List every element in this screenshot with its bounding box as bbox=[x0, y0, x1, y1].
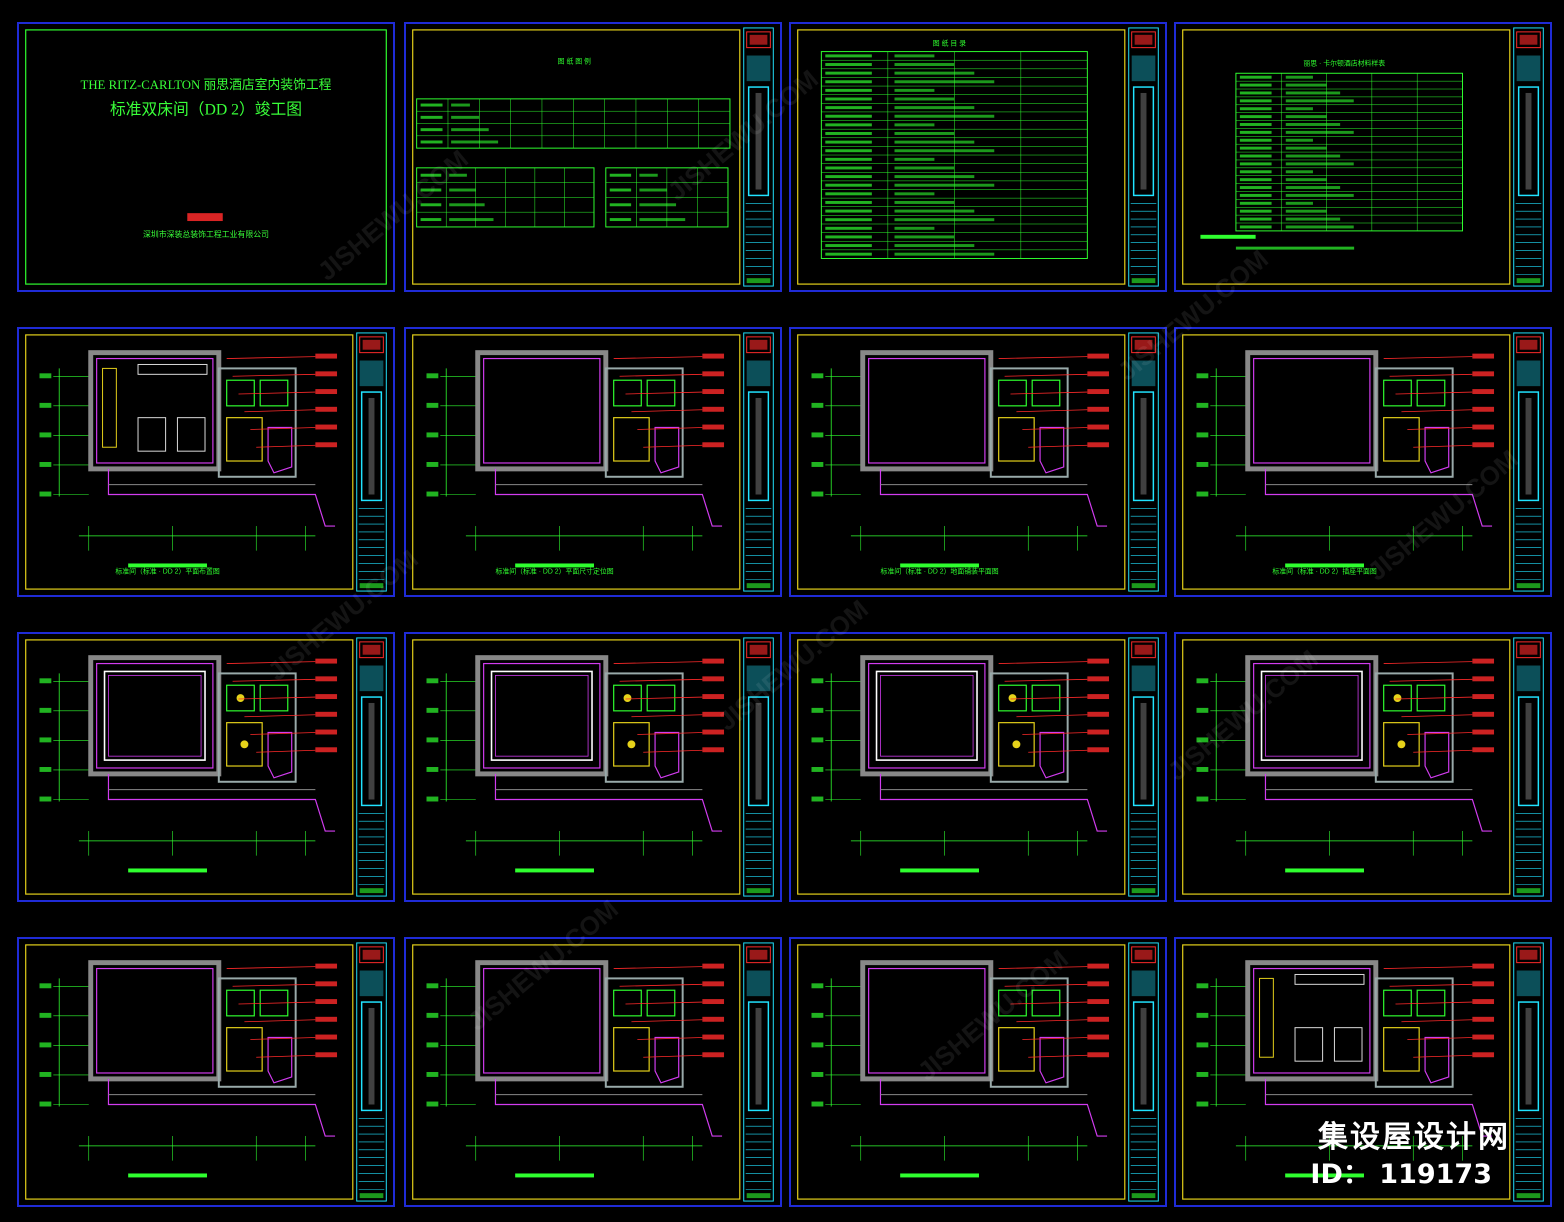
drawing-border bbox=[412, 944, 741, 1200]
drawing-border bbox=[412, 639, 741, 895]
title-block bbox=[743, 332, 774, 592]
sheet-caption: 标准间（标准 · DD 2）平面布置图 bbox=[115, 566, 219, 575]
floor-plan-drawing bbox=[426, 960, 725, 1178]
title-block bbox=[1128, 942, 1159, 1202]
floor-plan-drawing bbox=[39, 655, 338, 873]
title-block bbox=[1513, 637, 1544, 897]
title-block bbox=[743, 637, 774, 897]
drawing-sheet[interactable]: 标准间（标准 · DD 2）平面尺寸定位图 bbox=[404, 327, 782, 597]
title-block bbox=[1128, 27, 1159, 287]
title-block bbox=[1128, 637, 1159, 897]
drawing-border bbox=[412, 334, 741, 590]
floor-plan-drawing bbox=[811, 960, 1110, 1178]
data-table bbox=[605, 167, 729, 228]
drawing-sheet[interactable]: 图 纸 目 录 bbox=[789, 22, 1167, 292]
floor-plan-drawing bbox=[39, 350, 338, 568]
company-logo bbox=[187, 213, 223, 222]
drawing-sheet[interactable]: 丽思 · 卡尔顿酒店材料样表 bbox=[1174, 22, 1552, 292]
drawing-sheet[interactable]: 标准间（标准 · DD 2）平面布置图 bbox=[17, 327, 395, 597]
floor-plan-drawing bbox=[811, 350, 1110, 568]
floor-plan-drawing bbox=[426, 350, 725, 568]
drawing-sheet[interactable] bbox=[17, 937, 395, 1207]
data-table bbox=[416, 167, 595, 228]
drawing-border bbox=[412, 29, 741, 285]
sheet-caption: 标准间（标准 · DD 2）平面尺寸定位图 bbox=[496, 566, 614, 575]
title-block bbox=[1513, 332, 1544, 592]
drawing-border bbox=[1182, 944, 1511, 1200]
sheet-title: 丽思 · 卡尔顿酒店材料样表 bbox=[1303, 58, 1385, 67]
sheet-caption: 标准间（标准 · DD 2）插座平面图 bbox=[1272, 566, 1376, 575]
drawing-sheet[interactable] bbox=[404, 632, 782, 902]
floor-plan-drawing bbox=[39, 960, 338, 1178]
drawing-sheet[interactable] bbox=[404, 937, 782, 1207]
sheet-title: 图 纸 图 例 bbox=[558, 56, 591, 65]
drawing-border bbox=[797, 29, 1126, 285]
company-name: 深圳市深装总装饰工程工业有限公司 bbox=[143, 229, 269, 239]
drawing-border bbox=[797, 334, 1126, 590]
drawing-set-title: 标准双床间（DD 2）竣工图 bbox=[110, 101, 302, 119]
floor-plan-drawing bbox=[1196, 655, 1495, 873]
project-title: THE RITZ-CARLTON 丽思酒店室内装饰工程 bbox=[81, 77, 332, 92]
drawing-border bbox=[25, 639, 354, 895]
drawing-border bbox=[1182, 639, 1511, 895]
drawing-sheet[interactable] bbox=[1174, 937, 1552, 1207]
data-table bbox=[1235, 72, 1463, 232]
title-block bbox=[743, 27, 774, 287]
drawing-sheet[interactable]: 标准间（标准 · DD 2）地面铺装平面图 bbox=[789, 327, 1167, 597]
floor-plan-drawing bbox=[811, 655, 1110, 873]
title-block bbox=[1513, 942, 1544, 1202]
title-block bbox=[356, 942, 387, 1202]
drawing-sheet[interactable] bbox=[789, 632, 1167, 902]
drawing-sheet[interactable] bbox=[17, 632, 395, 902]
sheet-caption: 标准间（标准 · DD 2）地面铺装平面图 bbox=[881, 566, 999, 575]
title-block bbox=[743, 942, 774, 1202]
floor-plan-drawing bbox=[1196, 960, 1495, 1178]
drawing-sheet[interactable]: THE RITZ-CARLTON 丽思酒店室内装饰工程标准双床间（DD 2）竣工… bbox=[17, 22, 395, 292]
title-block bbox=[1128, 332, 1159, 592]
title-block bbox=[1513, 27, 1544, 287]
floor-plan-drawing bbox=[426, 655, 725, 873]
drawing-border bbox=[25, 944, 354, 1200]
drawing-sheet[interactable] bbox=[789, 937, 1167, 1207]
drawing-border bbox=[1182, 334, 1511, 590]
drawing-sheet[interactable]: 图 纸 图 例 bbox=[404, 22, 782, 292]
drawing-border bbox=[797, 944, 1126, 1200]
drawing-border bbox=[1182, 29, 1511, 285]
drawing-sheet[interactable] bbox=[1174, 632, 1552, 902]
brand-site-name: 集设屋设计网 bbox=[1318, 1120, 1510, 1155]
drawing-sheet[interactable]: 标准间（标准 · DD 2）插座平面图 bbox=[1174, 327, 1552, 597]
drawing-border bbox=[25, 334, 354, 590]
title-block bbox=[356, 332, 387, 592]
sheet-title: 图 纸 目 录 bbox=[933, 39, 966, 48]
title-block bbox=[356, 637, 387, 897]
floor-plan-drawing bbox=[1196, 350, 1495, 568]
drawing-border bbox=[797, 639, 1126, 895]
brand-id: ID： 119173 bbox=[1310, 1159, 1492, 1190]
data-table bbox=[416, 98, 731, 149]
data-table bbox=[820, 51, 1088, 259]
